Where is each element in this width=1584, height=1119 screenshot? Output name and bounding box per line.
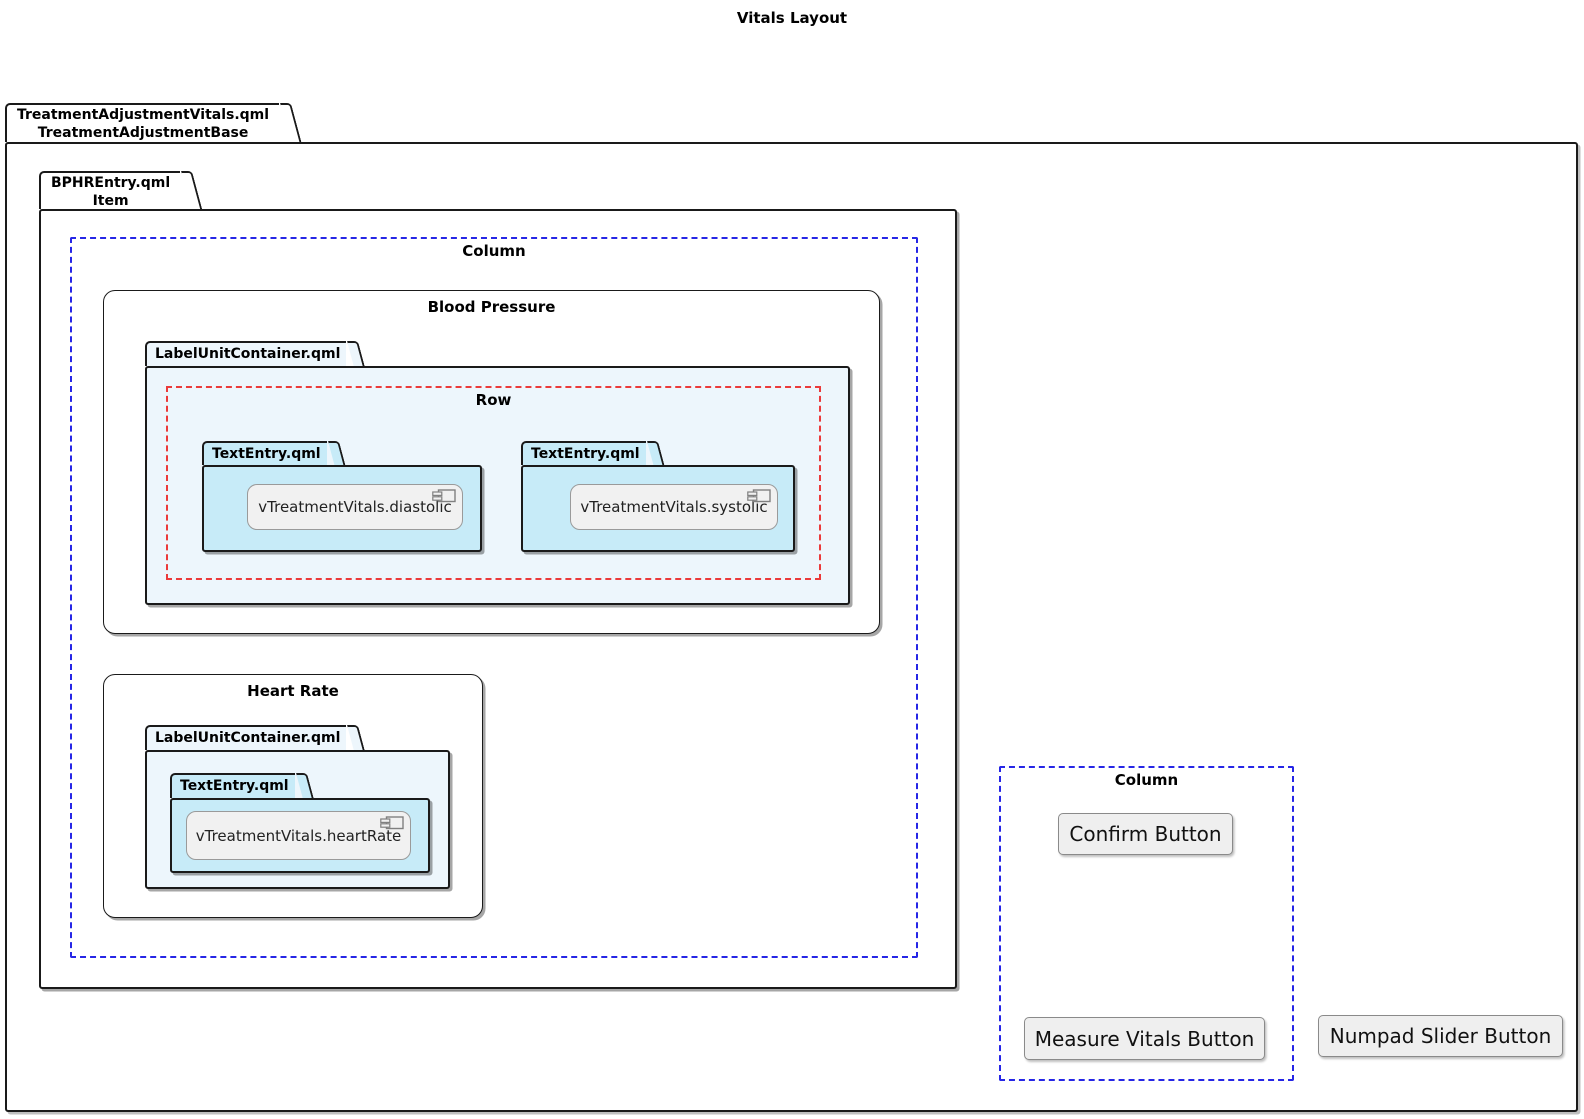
textentry-diastolic-tab: TextEntry.qml [202, 441, 327, 465]
textentry-heartrate-file-label: TextEntry.qml [180, 778, 289, 794]
frame-tab-bphrentry: BPHREntry.qml Item [39, 171, 181, 209]
package-tab-treatment-adjustment-vitals: TreatmentAdjustmentVitals.qml TreatmentA… [5, 103, 280, 142]
bp-row-box: Row TextEntry.qml [166, 386, 821, 580]
numpad-slider-button-label: Numpad Slider Button [1329, 1024, 1552, 1048]
component-icon [380, 816, 404, 830]
textentry-heartrate-folder: TextEntry.qml vTreatmentVitals.heartRate [170, 773, 430, 873]
component-systolic: vTreatmentVitals.systolic [570, 484, 778, 530]
bp-labelunitcontainer-label: LabelUnitContainer.qml [155, 346, 341, 362]
textentry-diastolic-file-label: TextEntry.qml [212, 446, 321, 462]
heart-rate-box: Heart Rate LabelUnitContainer.qml TextEn… [103, 674, 483, 918]
component-heartrate: vTreatmentVitals.heartRate [186, 811, 411, 860]
component-diastolic-label: vTreatmentVitals.diastolic [258, 498, 452, 516]
confirm-button-label: Confirm Button [1069, 822, 1222, 846]
diagram-title: Vitals Layout [736, 9, 848, 27]
textentry-diastolic-folder: TextEntry.qml vTreatmentVitals [202, 441, 482, 552]
component-icon [747, 489, 771, 503]
layout-column-label: Column [462, 242, 526, 260]
package-treatment-adjustment-vitals: TreatmentAdjustmentVitals.qml TreatmentA… [5, 103, 1578, 1112]
blood-pressure-box: Blood Pressure LabelUnitContainer.qml Ro… [103, 290, 880, 634]
confirm-button: Confirm Button [1058, 813, 1233, 855]
bp-labelunitcontainer-tab: LabelUnitContainer.qml [145, 341, 347, 366]
component-heartrate-label: vTreatmentVitals.heartRate [195, 826, 402, 845]
package-base-label: TreatmentAdjustmentBase [37, 125, 249, 141]
frame-bphrentry: BPHREntry.qml Item Column Blood Pressure… [39, 171, 957, 989]
hr-labelunitcontainer-tab: LabelUnitContainer.qml [145, 725, 347, 750]
blood-pressure-title: Blood Pressure [427, 298, 556, 316]
hr-labelunitcontainer-label: LabelUnitContainer.qml [155, 730, 341, 746]
frame-file-label: BPHREntry.qml [51, 175, 171, 191]
component-icon [432, 489, 456, 503]
hr-labelunitcontainer-folder: LabelUnitContainer.qml TextEntry.qml [145, 725, 450, 889]
textentry-systolic-file-label: TextEntry.qml [531, 446, 640, 462]
measure-vitals-button-label: Measure Vitals Button [1034, 1026, 1255, 1051]
measure-vitals-button: Measure Vitals Button [1024, 1017, 1265, 1060]
buttons-column-label: Column [1114, 771, 1179, 789]
bp-labelunitcontainer-folder: LabelUnitContainer.qml Row TextEntry.qml [145, 341, 850, 605]
heart-rate-title: Heart Rate [247, 682, 339, 700]
component-diastolic: vTreatmentVitals.diastolic [247, 484, 463, 530]
textentry-systolic-tab: TextEntry.qml [521, 441, 646, 465]
textentry-heartrate-tab: TextEntry.qml [170, 773, 295, 798]
buttons-column-box: Column Confirm Button Measure Vitals But… [999, 766, 1294, 1081]
numpad-slider-button: Numpad Slider Button [1318, 1015, 1563, 1057]
component-systolic-label: vTreatmentVitals.systolic [580, 498, 768, 516]
frame-base-label: Item [92, 193, 129, 209]
bp-row-label: Row [475, 391, 512, 409]
textentry-systolic-folder: TextEntry.qml vTreatmentVitals [521, 441, 795, 552]
layout-column-box: Column Blood Pressure LabelUnitContainer… [70, 237, 918, 958]
package-file-label: TreatmentAdjustmentVitals.qml [17, 107, 270, 123]
